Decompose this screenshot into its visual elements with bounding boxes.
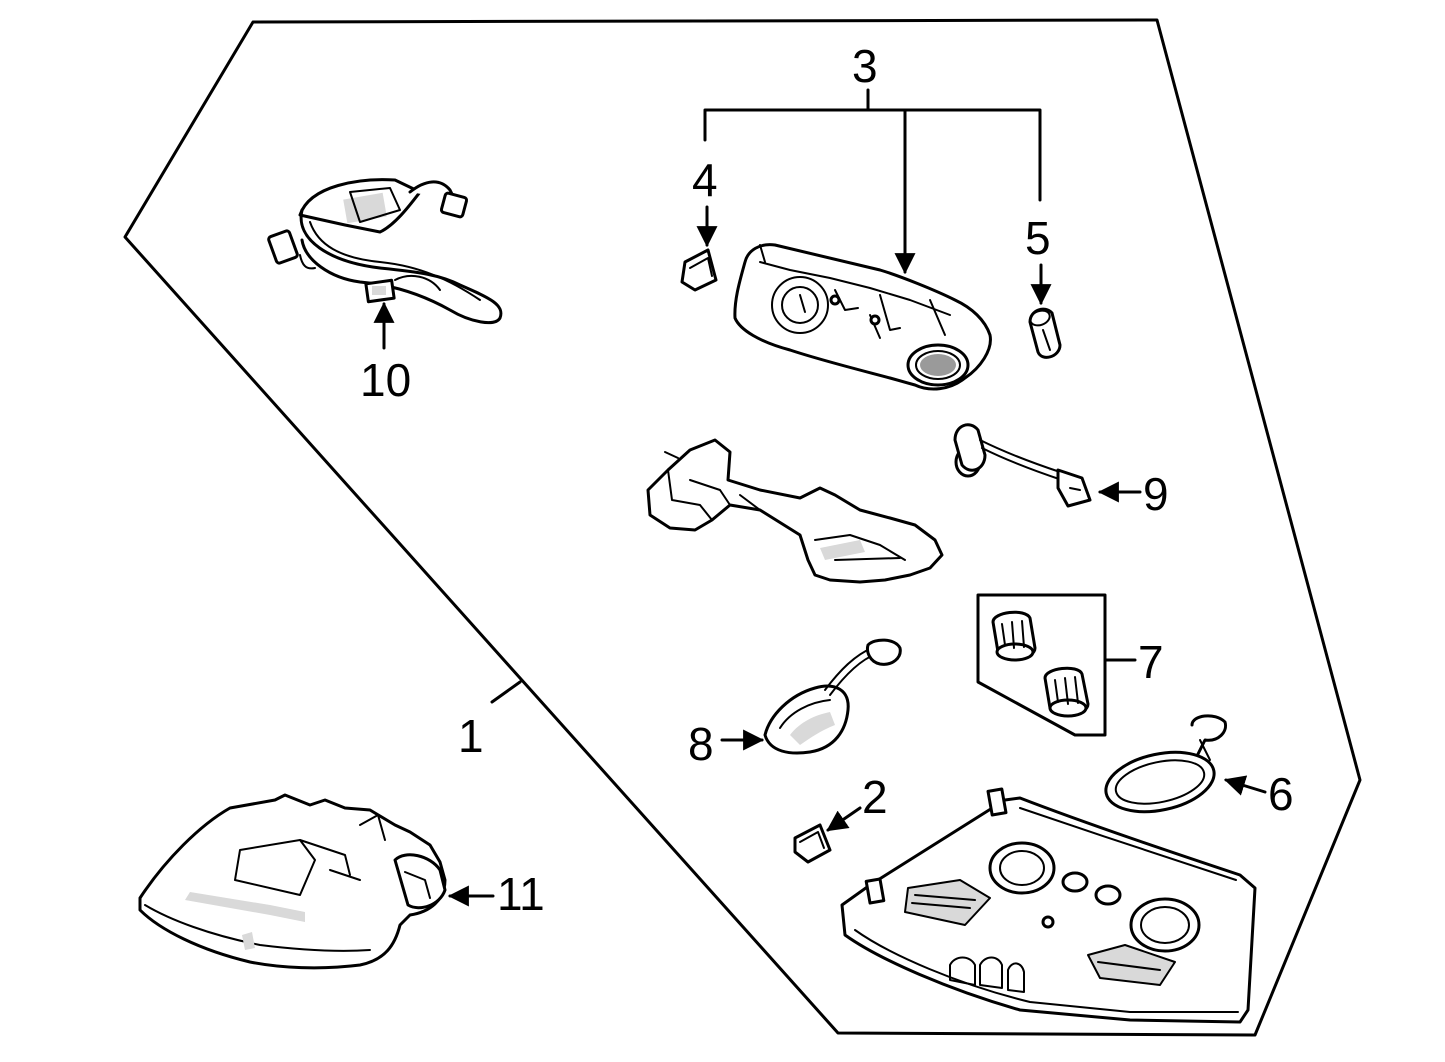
part-8-lamp-wire[interactable] (763, 638, 902, 755)
callout-4: 4 (692, 154, 718, 206)
bulb-lower (1043, 666, 1090, 718)
callout-8: 8 (688, 718, 714, 770)
callout-10: 10 (360, 354, 411, 406)
part-10-wiring-harness[interactable] (267, 178, 503, 325)
callout-2: 2 (862, 771, 888, 823)
mounting-bracket[interactable] (646, 438, 944, 584)
bulb-upper (991, 610, 1037, 662)
overhead-console[interactable] (840, 787, 1257, 1024)
callout-7: 7 (1138, 636, 1164, 688)
part-2-clip[interactable] (793, 823, 832, 864)
callout-1: 1 (458, 710, 484, 762)
callout-5: 5 (1025, 212, 1051, 264)
callout-labels: 1 2 3 4 5 6 7 8 9 10 11 (360, 40, 1294, 920)
part-4-clip[interactable] (680, 248, 718, 292)
part-3-lamp-housing[interactable] (733, 243, 992, 391)
part-6-lens[interactable] (1100, 714, 1228, 821)
callout-6: 6 (1268, 768, 1294, 820)
callout-11: 11 (497, 868, 545, 920)
leader-lines (373, 88, 1267, 907)
part-5-bulb[interactable] (1028, 307, 1062, 359)
assembly-boundary (123, 18, 1362, 1037)
part-9-socket-wire[interactable] (953, 423, 1092, 508)
callout-3: 3 (852, 40, 878, 92)
part-11-bezel[interactable] (138, 793, 447, 970)
part-7-bulb-kit[interactable] (976, 593, 1107, 737)
callout-9: 9 (1143, 468, 1169, 520)
